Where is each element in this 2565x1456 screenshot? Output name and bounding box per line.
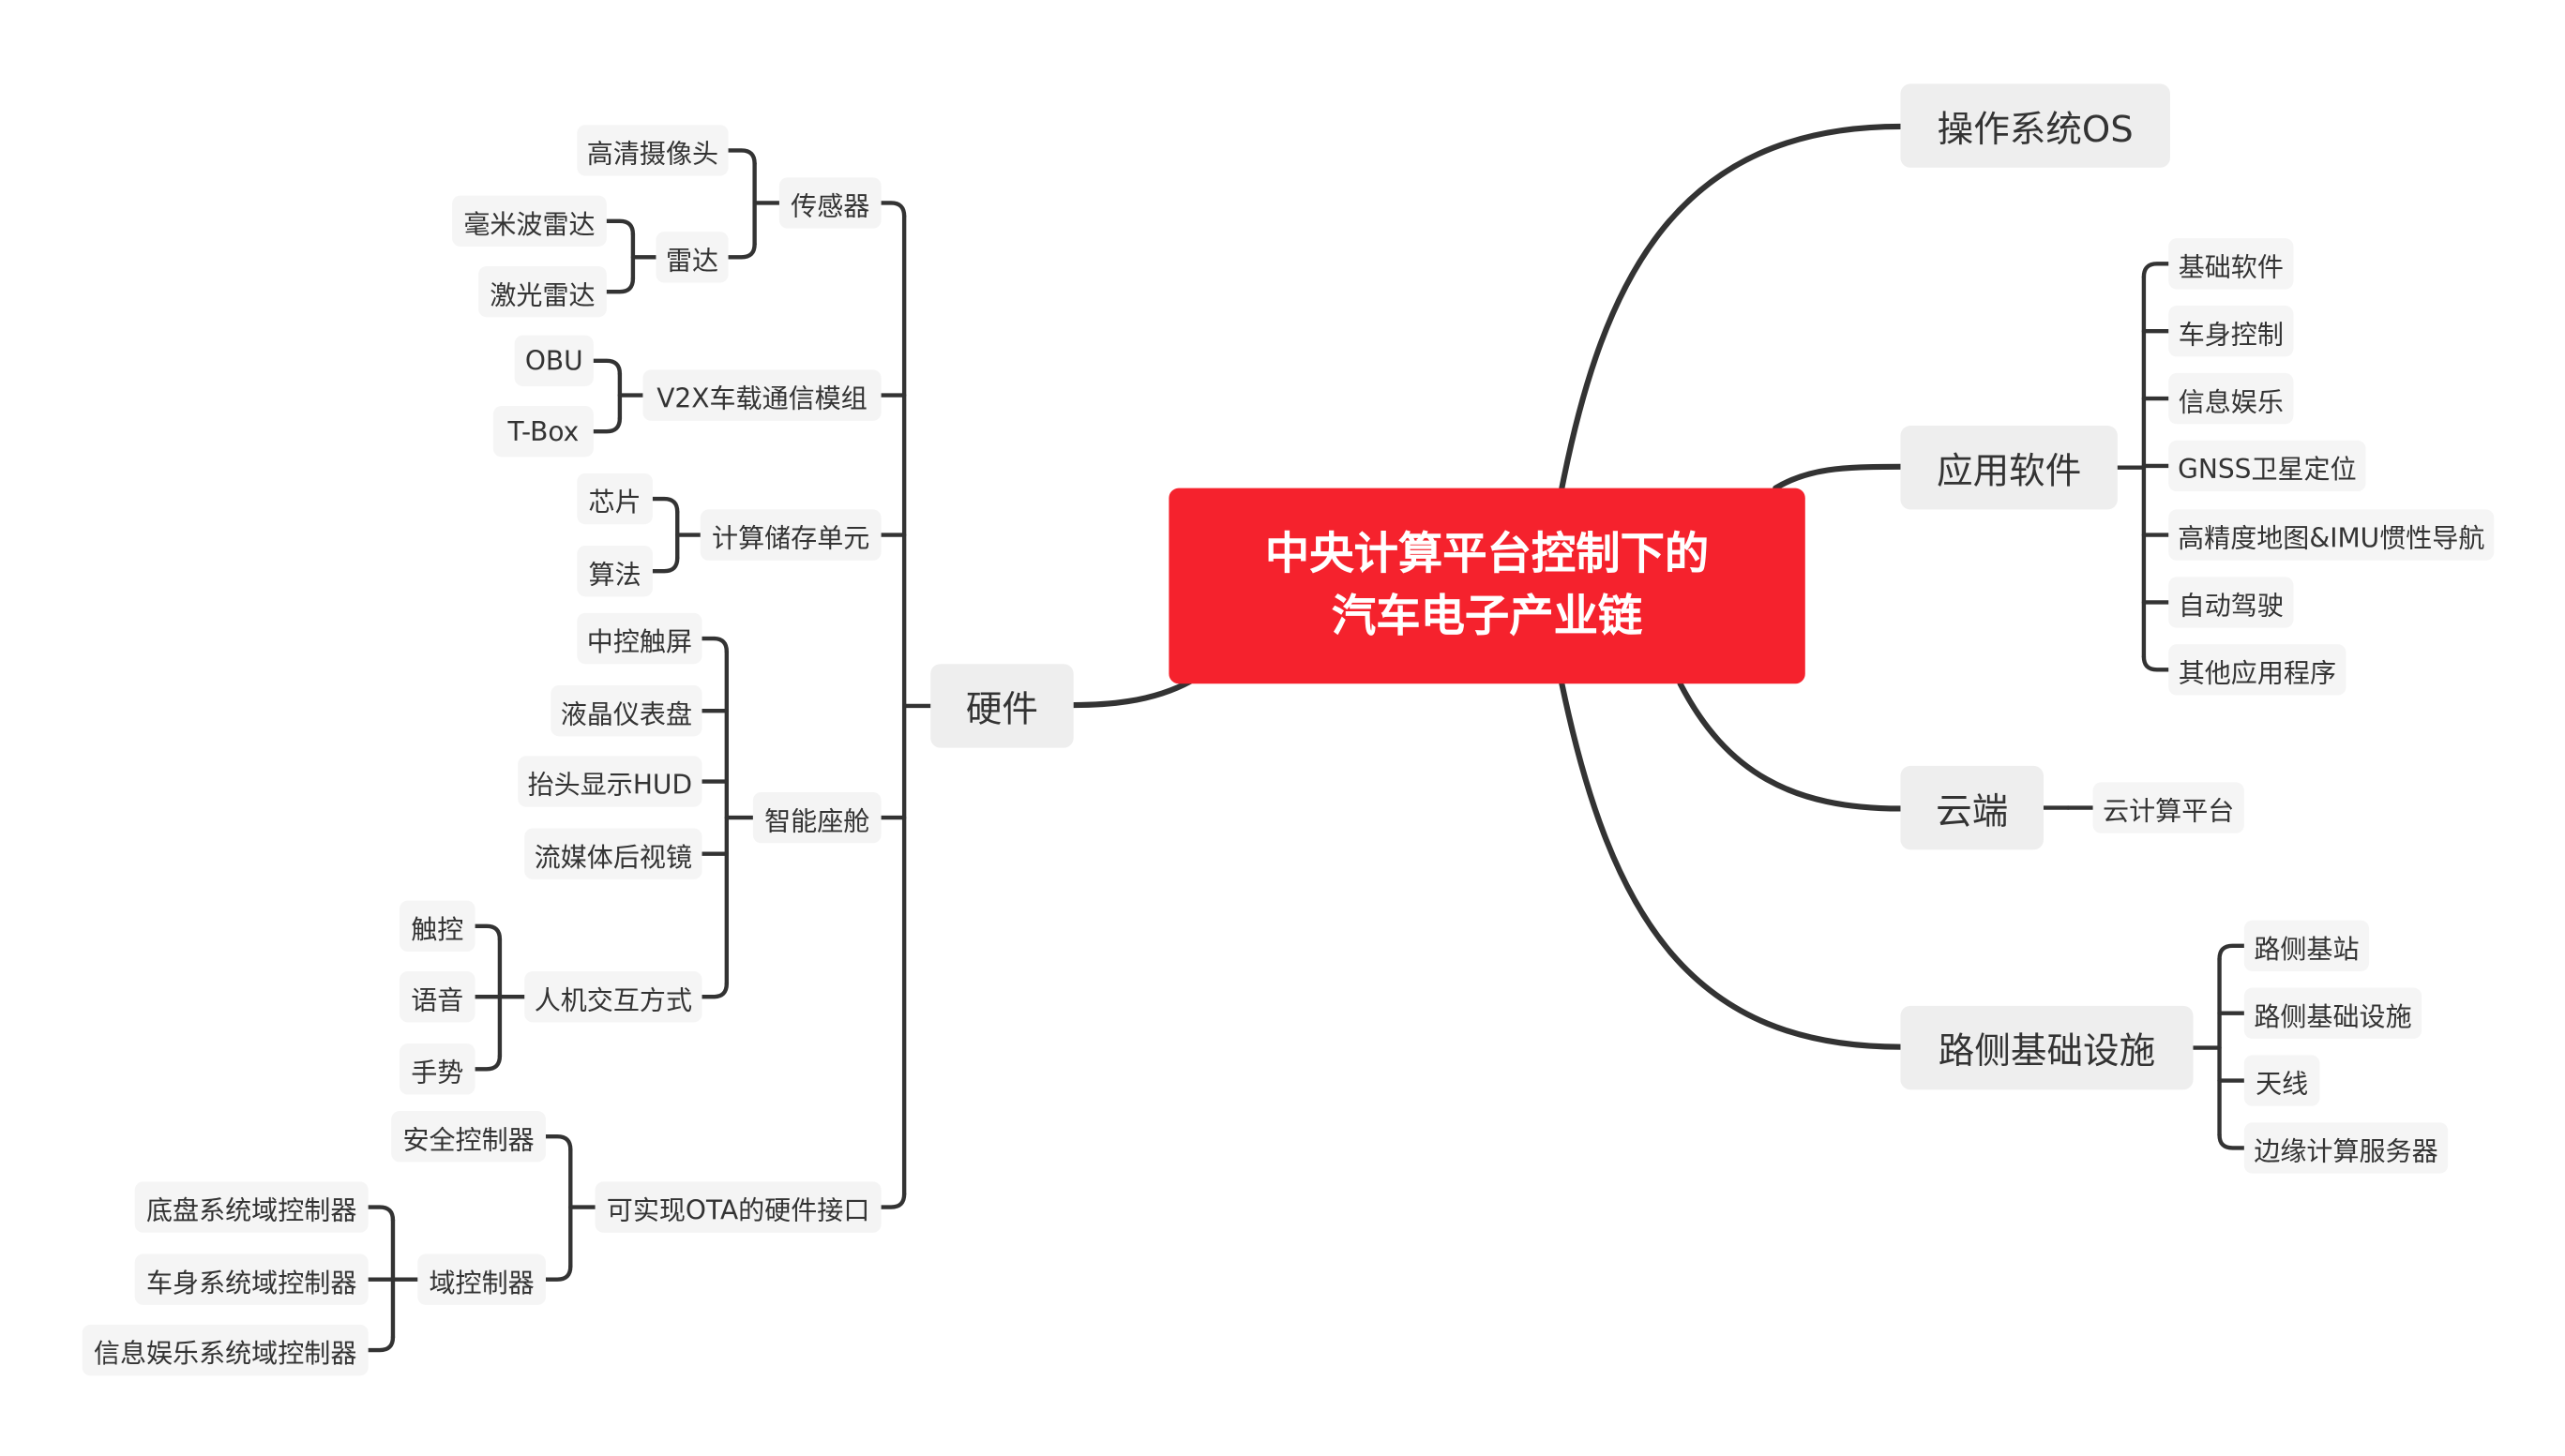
edge-roadside-branch-0 bbox=[2217, 943, 2247, 962]
edge-root-roadside bbox=[1559, 681, 1904, 1050]
topic-algorithm[interactable]: 算法 bbox=[577, 545, 653, 597]
topic-cloud-computing[interactable]: 云计算平台 bbox=[2092, 782, 2244, 833]
subtopic-ota[interactable]: 可实现OTA的硬件接口 bbox=[595, 1181, 882, 1233]
topic-chip[interactable]: 芯片 bbox=[577, 473, 653, 525]
subtopic-compute[interactable]: 计算储存单元 bbox=[700, 509, 882, 561]
topic-body-domain-controller[interactable]: 车身系统域控制器 bbox=[134, 1253, 369, 1305]
topic-roadside[interactable]: 路侧基础设施 bbox=[1900, 1005, 2194, 1090]
edge-ota-branch-0 bbox=[543, 1134, 573, 1152]
edge-sensor-branch-1 bbox=[726, 242, 757, 260]
topic-roadside-infrastructure[interactable]: 路侧基础设施 bbox=[2243, 987, 2422, 1039]
subtopic-v2x[interactable]: V2X车载通信模组 bbox=[642, 369, 882, 421]
topic-radar[interactable]: 雷达 bbox=[656, 232, 729, 283]
subtopic-sensor[interactable]: 传感器 bbox=[778, 177, 882, 229]
edge-root-os bbox=[1559, 123, 1904, 491]
edge-radar-branch-0 bbox=[604, 218, 636, 236]
edge-root-hardware bbox=[1070, 677, 1195, 709]
topic-obu[interactable]: OBU bbox=[514, 335, 594, 386]
edge-sensor-branch-0 bbox=[726, 148, 757, 166]
edge-hardware-branch-0 bbox=[879, 201, 907, 218]
edge-domain-branch-2 bbox=[366, 1334, 396, 1353]
edge-roadside-branch-3 bbox=[2217, 1133, 2247, 1150]
topic-camera[interactable]: 高清摄像头 bbox=[577, 125, 729, 176]
topic-hmi[interactable]: 人机交互方式 bbox=[524, 971, 702, 1023]
edge-domain-branch-0 bbox=[366, 1205, 396, 1223]
root-topic[interactable]: 中央计算平台控制下的 汽车电子产业链 bbox=[1169, 488, 1805, 684]
topic-streaming-mirror[interactable]: 流媒体后视镜 bbox=[524, 828, 702, 879]
edge-hmi-branch-0 bbox=[473, 923, 503, 942]
topic-infotainment-domain-controller[interactable]: 信息娱乐系统域控制器 bbox=[82, 1324, 369, 1376]
topic-os[interactable]: 操作系统OS bbox=[1900, 83, 2170, 168]
topic-app-software[interactable]: 应用软件 bbox=[1900, 426, 2118, 510]
topic-lidar[interactable]: 激光雷达 bbox=[478, 265, 607, 318]
root-title-line2: 汽车电子产业链 bbox=[1331, 591, 1643, 642]
edge-root-cloud bbox=[1677, 681, 1904, 812]
topic-autonomous-driving[interactable]: 自动驾驶 bbox=[2168, 577, 2294, 628]
edge-compute-branch-1 bbox=[650, 555, 680, 574]
edge-hardware-branch-4 bbox=[879, 1192, 907, 1209]
topic-safety-controller[interactable]: 安全控制器 bbox=[391, 1111, 546, 1163]
edge-hmi-branch-2 bbox=[473, 1054, 503, 1072]
edge-cockpit-branch-4 bbox=[700, 981, 730, 999]
root-title-line1: 中央计算平台控制下的 bbox=[1264, 528, 1710, 579]
topic-gesture[interactable]: 手势 bbox=[399, 1043, 475, 1095]
topic-roadside-base-station[interactable]: 路侧基站 bbox=[2243, 920, 2370, 972]
topic-basic-software[interactable]: 基础软件 bbox=[2168, 238, 2294, 290]
topic-hud[interactable]: 抬头显示HUD bbox=[518, 756, 702, 807]
edge-compute-branch-0 bbox=[650, 496, 680, 515]
edge-app-branch-0 bbox=[2141, 262, 2171, 279]
topic-edge-server[interactable]: 边缘计算服务器 bbox=[2243, 1122, 2449, 1174]
edge-ota-branch-1 bbox=[543, 1264, 573, 1282]
topic-body-control[interactable]: 车身控制 bbox=[2168, 306, 2294, 357]
topic-lcd-cluster[interactable]: 液晶仪表盘 bbox=[551, 685, 702, 737]
topic-touch[interactable]: 触控 bbox=[399, 900, 475, 952]
topic-mmwave-radar[interactable]: 毫米波雷达 bbox=[452, 195, 607, 247]
edge-v2x-branch-1 bbox=[591, 415, 623, 434]
topic-domain-controller[interactable]: 域控制器 bbox=[417, 1253, 546, 1305]
topic-chassis-domain-controller[interactable]: 底盘系统域控制器 bbox=[134, 1181, 369, 1233]
edge-app-branch-6 bbox=[2141, 654, 2171, 672]
topic-voice[interactable]: 语音 bbox=[399, 971, 475, 1023]
topic-gnss[interactable]: GNSS卫星定位 bbox=[2168, 440, 2366, 492]
topic-other-apps[interactable]: 其他应用程序 bbox=[2168, 644, 2346, 696]
edge-radar-branch-1 bbox=[604, 276, 636, 294]
topic-antenna[interactable]: 天线 bbox=[2243, 1055, 2320, 1106]
topic-tbox[interactable]: T-Box bbox=[492, 405, 594, 458]
subtopic-cockpit[interactable]: 智能座舱 bbox=[752, 791, 882, 844]
topic-cloud[interactable]: 云端 bbox=[1900, 765, 2044, 850]
topic-hd-map-imu[interactable]: 高精度地图&IMU惯性导航 bbox=[2168, 509, 2495, 561]
edge-v2x-branch-0 bbox=[591, 358, 623, 376]
edge-root-app bbox=[1773, 463, 1904, 491]
topic-center-touchscreen[interactable]: 中控触屏 bbox=[577, 612, 702, 665]
topic-hardware[interactable]: 硬件 bbox=[930, 664, 1074, 748]
topic-infotainment[interactable]: 信息娱乐 bbox=[2168, 372, 2294, 425]
edge-cockpit-branch-0 bbox=[700, 636, 730, 654]
